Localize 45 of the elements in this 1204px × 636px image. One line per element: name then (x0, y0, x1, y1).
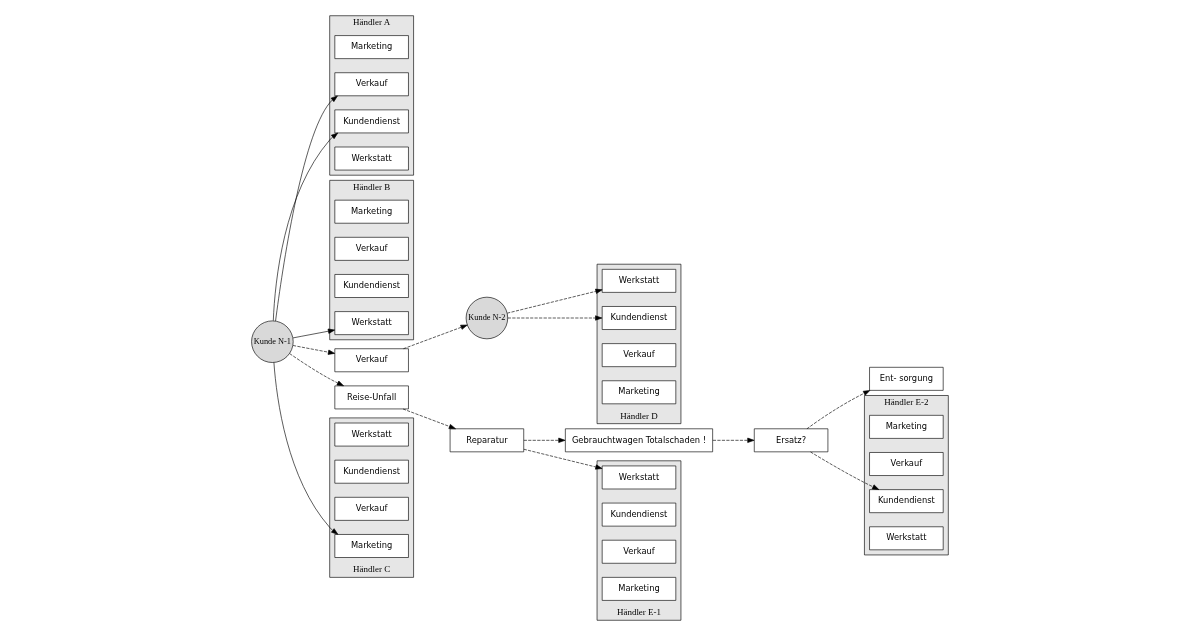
node-box: Verkauf (334, 348, 409, 373)
node-box: Kundendienst (601, 502, 676, 527)
arrow (288, 353, 344, 387)
node-box: Werkstatt (334, 311, 409, 335)
node-box: Kundendienst (334, 109, 409, 134)
arrow (523, 437, 565, 443)
arrow (402, 324, 468, 350)
arrow (402, 408, 456, 430)
node-box: Reparatur (449, 428, 524, 453)
node-box: Kundendienst (334, 459, 409, 484)
node-box: Verkauf (601, 539, 676, 564)
arrow (272, 132, 338, 322)
node-box: Marketing (601, 577, 676, 601)
arrow (292, 328, 335, 339)
node-box: Reise-Unfall (334, 385, 409, 410)
arrow (292, 345, 335, 355)
arrow (273, 362, 338, 535)
node-box: Verkauf (868, 452, 943, 476)
arrow (523, 448, 602, 470)
arrow (274, 95, 338, 322)
arrow (506, 288, 602, 314)
node-box: Verkauf (334, 497, 409, 521)
node-box: Marketing (868, 415, 943, 439)
node-box: Werkstatt (601, 465, 676, 490)
node-box: Verkauf (601, 343, 676, 367)
node-box: Werkstatt (601, 269, 676, 293)
node-box: Kundendienst (868, 489, 943, 513)
node-box: Werkstatt (334, 146, 409, 171)
node-box: Werkstatt (334, 422, 409, 447)
node-box: Kundendienst (601, 306, 676, 330)
node-box: Ent- sorgung (868, 367, 943, 391)
node-box: Marketing (334, 199, 409, 224)
node-box: Verkauf (334, 237, 409, 261)
arrow (712, 437, 754, 443)
node-box: Ersatz? (753, 428, 828, 453)
node-box: Verkauf (334, 72, 409, 97)
node-box: Marketing (601, 380, 676, 405)
node-box: Kundendienst (334, 274, 409, 298)
arrow (507, 315, 602, 321)
arrow (806, 390, 870, 430)
node-box: Werkstatt (868, 526, 943, 551)
node-box: Marketing (334, 534, 409, 558)
node-box: Gebrauchtwagen Totalschaden ! (564, 428, 713, 453)
node-box: Marketing (334, 35, 409, 59)
arrow (809, 451, 879, 490)
